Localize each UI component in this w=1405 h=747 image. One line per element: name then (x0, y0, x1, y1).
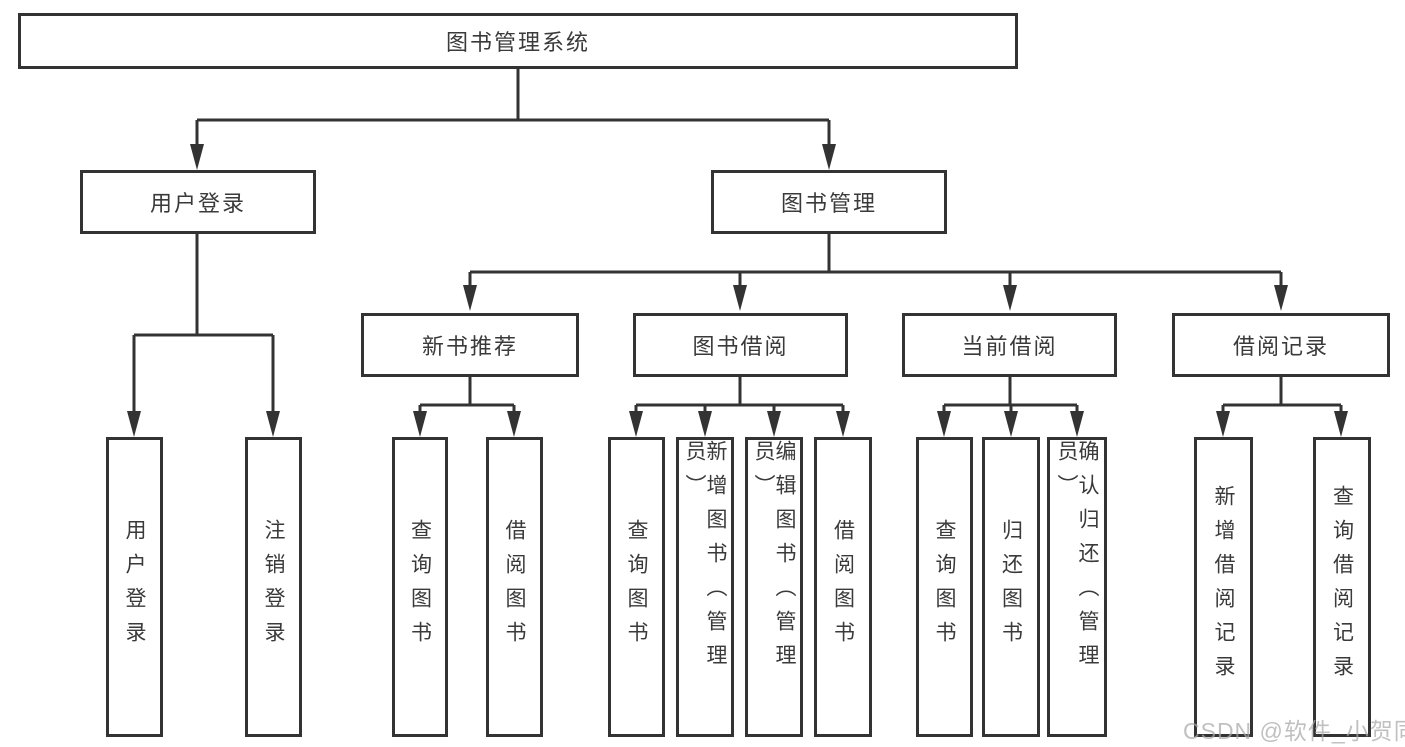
leaf-current-query-books: 查询图书 (916, 437, 973, 737)
csdn-watermark: CSDN @软件_小贺同学 (1183, 718, 1405, 744)
node-library-management-system: 图书管理系统 (18, 13, 1018, 69)
leaf-add-book-admin: 新增图书（管理员） (676, 437, 734, 737)
leaf-borrowing-query-books: 查询图书 (608, 437, 665, 737)
leaf-borrowing-borrow-books: 借阅图书 (814, 437, 872, 737)
node-user-login: 用户登录 (80, 170, 316, 234)
arrowheads (127, 144, 1348, 437)
node-current-borrowing: 当前借阅 (902, 313, 1117, 377)
leaf-confirm-return-admin: 确认归还（管理员） (1047, 437, 1107, 737)
node-new-book-recommend: 新书推荐 (361, 313, 579, 377)
leaf-add-borrow-record: 新增借阅记录 (1194, 437, 1253, 737)
leaf-recommend-query-books: 查询图书 (392, 437, 448, 737)
leaf-edit-book-admin: 编辑图书（管理员） (745, 437, 803, 737)
node-book-management: 图书管理 (711, 170, 947, 234)
leaf-return-books: 归还图书 (982, 437, 1040, 737)
node-book-borrowing: 图书借阅 (633, 313, 848, 377)
leaf-user-login: 用户登录 (106, 437, 163, 737)
node-borrowing-records: 借阅记录 (1172, 313, 1390, 377)
leaf-logout: 注销登录 (245, 437, 302, 737)
leaf-query-borrow-record: 查询借阅记录 (1313, 437, 1371, 737)
leaf-recommend-borrow-books: 借阅图书 (486, 437, 543, 737)
